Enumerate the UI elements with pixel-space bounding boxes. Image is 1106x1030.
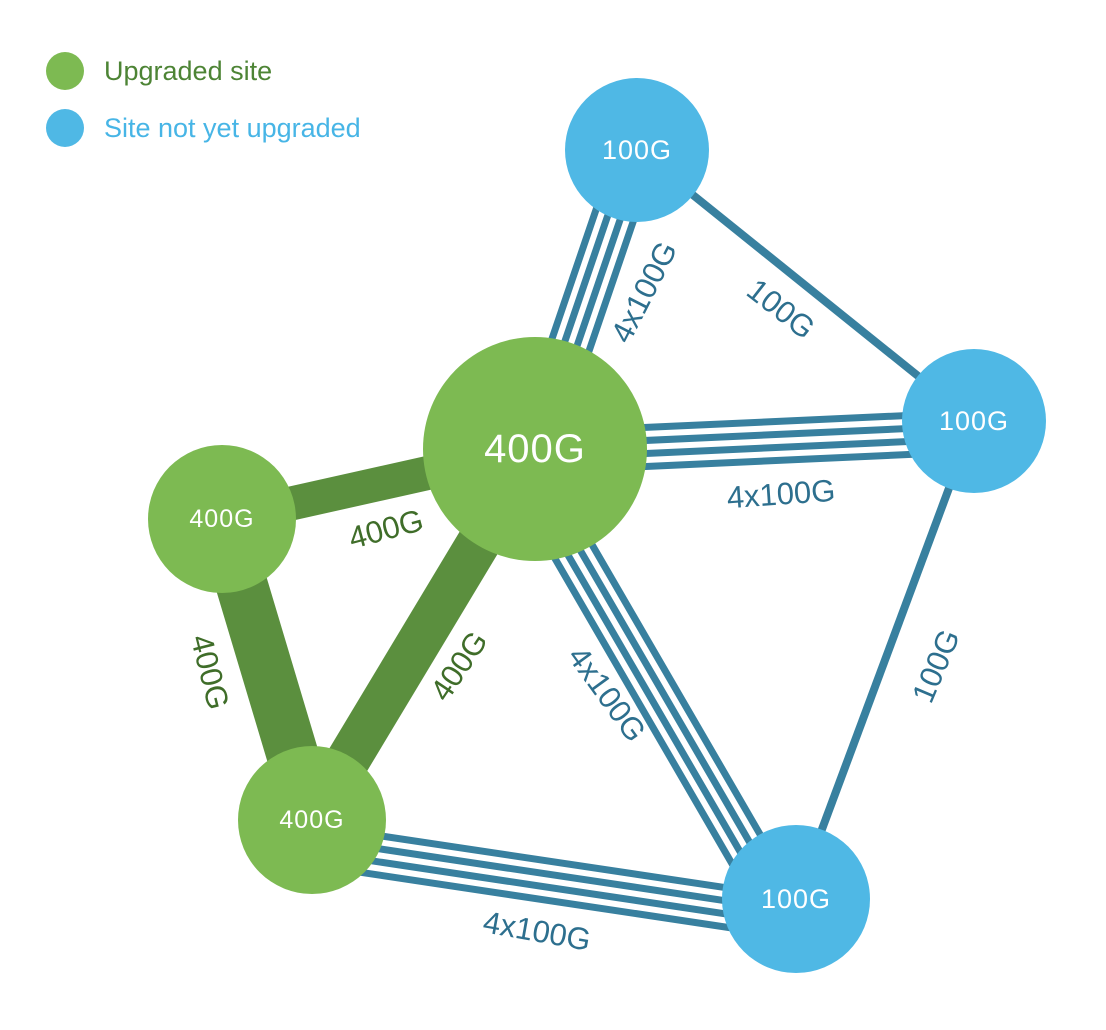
not-upgraded-site-circle: [722, 825, 870, 973]
link-line: [634, 146, 977, 425]
link-line: [330, 838, 792, 915]
not-upgraded-site-swatch-icon: [46, 109, 84, 147]
link-label-left-bottom-left: 400G: [184, 631, 236, 713]
legend-item-site-not-yet-upgraded: Site not yet upgraded: [46, 109, 361, 147]
legend-item-upgraded-site: Upgraded site: [46, 52, 361, 90]
link-label-top-right: 100G: [740, 272, 821, 346]
link-right-bottom-right: [792, 419, 978, 901]
node-bottom-left: 400G: [238, 746, 386, 894]
link-label-left-center: 400G: [345, 502, 427, 555]
link-line: [792, 419, 978, 901]
link-line: [326, 863, 788, 940]
node-left: 400G: [148, 445, 296, 593]
link-label-center-top: 4x100G: [604, 236, 684, 349]
node-label-left: 400G: [189, 505, 254, 533]
link-label-center-right: 4x100G: [726, 473, 837, 515]
node-label-right: 100G: [939, 406, 1009, 436]
node-label-bottom-left: 400G: [279, 806, 344, 834]
node-right: 100G: [902, 349, 1046, 493]
node-center: 400G: [423, 337, 647, 561]
link-label-right-bottom-right: 100G: [905, 624, 967, 707]
not-upgraded-site-circle: [565, 78, 709, 222]
link-line: [328, 850, 790, 927]
link-label-bottom-left-bottom-right: 4x100G: [480, 904, 593, 957]
link-line: [332, 825, 794, 902]
not-upgraded-site-circle: [902, 349, 1046, 493]
link-top-right: [634, 146, 977, 425]
node-label-top: 100G: [602, 135, 672, 165]
legend: Upgraded site Site not yet upgraded: [46, 52, 361, 147]
legend-label-site-not-yet-upgraded: Site not yet upgraded: [104, 113, 361, 143]
upgraded-site-circle: [148, 445, 296, 593]
node-top: 100G: [565, 78, 709, 222]
node-bottom-right: 100G: [722, 825, 870, 973]
node-label-bottom-right: 100G: [761, 884, 831, 914]
upgraded-site-circle: [423, 337, 647, 561]
upgraded-site-circle: [238, 746, 386, 894]
upgraded-site-swatch-icon: [46, 52, 84, 90]
link-bottom-left-bottom-right: [326, 825, 794, 940]
node-label-center: 400G: [484, 427, 586, 471]
legend-label-upgraded-site: Upgraded site: [104, 56, 273, 86]
